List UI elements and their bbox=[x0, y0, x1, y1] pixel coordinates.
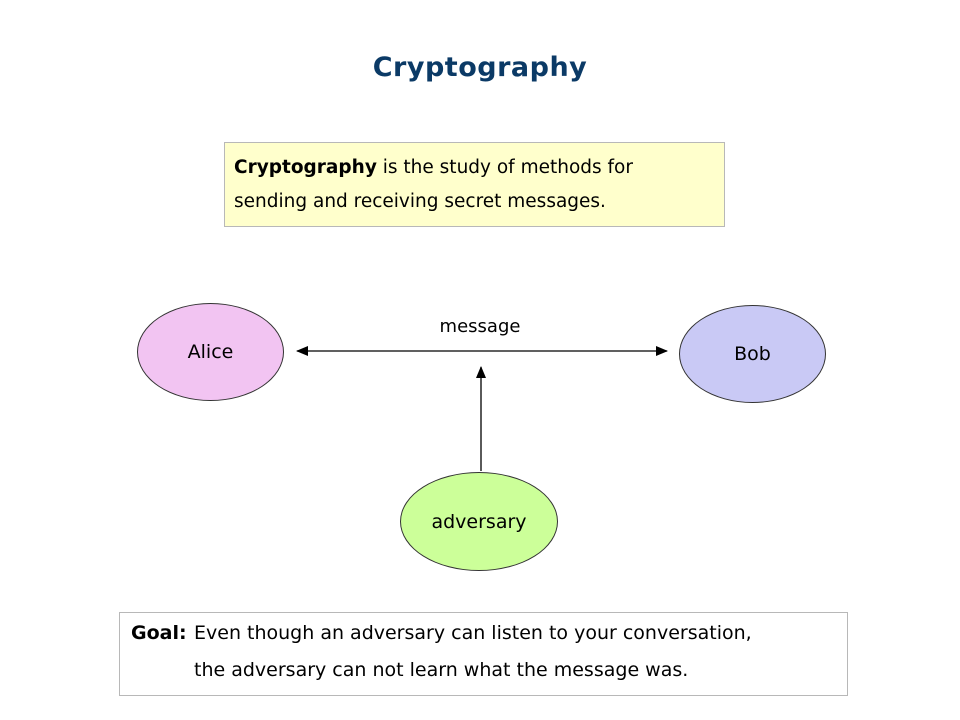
adversary-node: adversary bbox=[400, 472, 558, 571]
bob-label: Bob bbox=[734, 343, 771, 365]
adversary-label: adversary bbox=[431, 510, 527, 533]
definition-line-1: Cryptography is the study of methods for bbox=[234, 151, 724, 185]
goal-label: Goal: bbox=[131, 622, 187, 644]
message-label: message bbox=[439, 316, 521, 337]
goal-box: Goal: Even though an adversary can liste… bbox=[119, 612, 848, 696]
bob-node: Bob bbox=[679, 305, 826, 403]
definition-term: Cryptography bbox=[234, 157, 377, 178]
definition-box: Cryptography is the study of methods for… bbox=[224, 142, 725, 227]
page-title: Cryptography bbox=[372, 52, 588, 83]
goal-text-line-2: the adversary can not learn what the mes… bbox=[194, 659, 689, 681]
alice-label: Alice bbox=[187, 341, 234, 363]
definition-line-2: sending and receiving secret messages. bbox=[234, 191, 606, 212]
goal-text-line-1: Even though an adversary can listen to y… bbox=[194, 622, 752, 644]
definition-text: is the study of methods for bbox=[376, 157, 633, 178]
alice-node: Alice bbox=[137, 303, 284, 401]
